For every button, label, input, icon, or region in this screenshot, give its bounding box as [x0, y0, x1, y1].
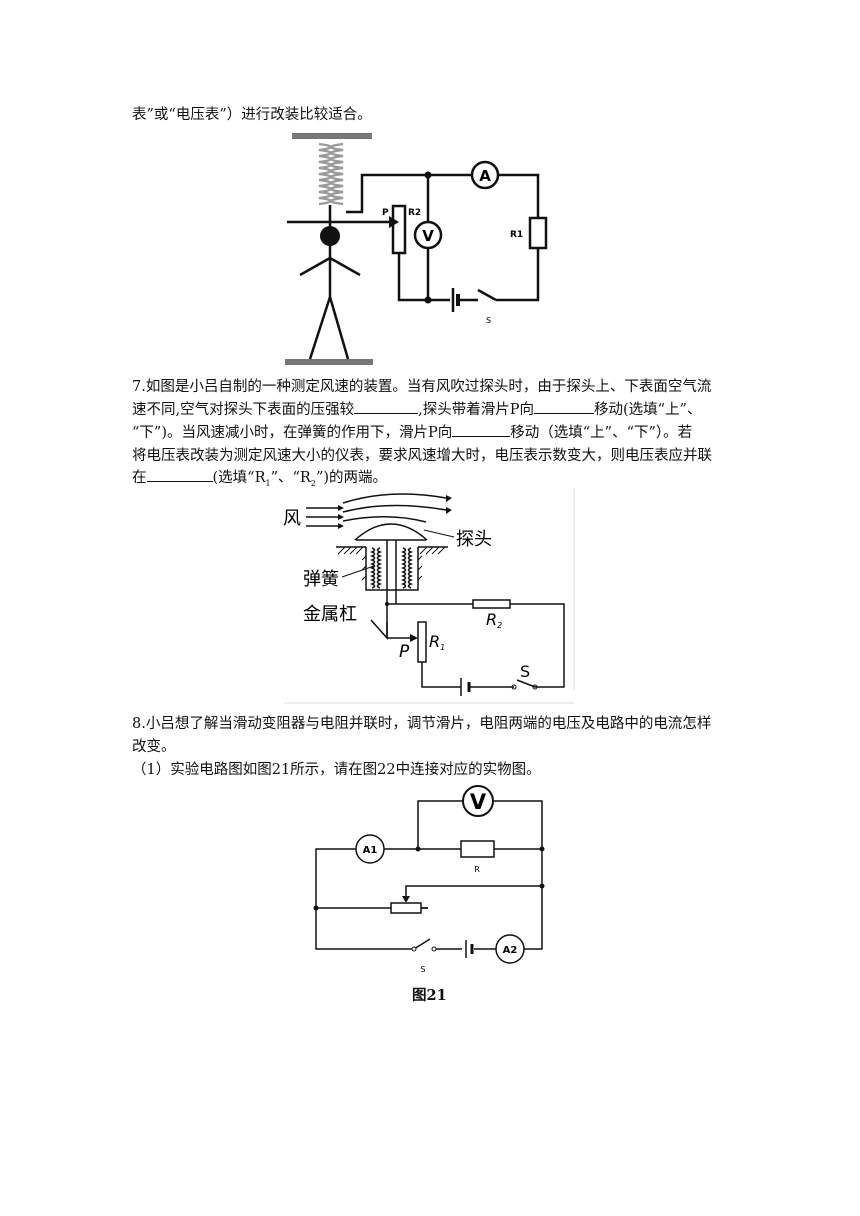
figure-21-caption: 图21: [412, 987, 447, 1004]
answer-blank-resistor[interactable]: [146, 467, 213, 482]
q8-line-1: 8.小吕想了解当滑动变阻器与电阻并联时，调节滑片，电阻两端的电压及电路中的电流怎…: [132, 716, 712, 732]
q7-l5b: (选填“R: [212, 470, 266, 486]
switch-label: S: [520, 662, 530, 681]
sub-2: 2: [310, 478, 316, 488]
metal-rod-label: 金属杠: [303, 604, 357, 625]
switch-label: S: [486, 316, 491, 325]
q7-line-5: 在 (选填“R1”、“R2”)的两端。: [132, 467, 387, 495]
a2-label: A2: [503, 945, 518, 956]
q8-line-3: （1）实验电路图如图21所示，请在图22中连接对应的实物图。: [132, 762, 541, 778]
r2-main: R: [486, 610, 497, 629]
switch-label: S: [420, 965, 425, 974]
q7-line-4: 将电压表改装为测定风速大小的仪表，要求风速增大时，电压表示数变大，则电压表应并联: [132, 448, 712, 464]
r1-main: R: [429, 632, 440, 651]
q7-line-1: 7.如图是小吕自制的一种测定风速的装置。当有风吹过探头时，由于探头上、下表面空气…: [132, 379, 712, 395]
a1-label: A1: [363, 845, 378, 856]
q7-l5c: ”、“R: [270, 470, 311, 486]
voltmeter-label: V: [422, 227, 434, 245]
wind-label: 风: [283, 508, 301, 529]
q7-l5d: ”)的两端。: [315, 470, 388, 486]
r2-label: R2: [408, 208, 421, 218]
q7-line-2: 速不同,空气对探头下表面的压强较 ,探头带着滑片P向 移动(选填“上”、: [132, 399, 701, 421]
q7-line-3: “下”)。当风速减小时，在弹簧的作用下，滑片P向 移动（选填“上”、“下”）。若: [132, 422, 692, 444]
q7-l3b: 移动（选填“上”、“下”）。若: [510, 425, 693, 441]
answer-blank-direction-2[interactable]: [452, 422, 511, 437]
probe-label: 探头: [456, 529, 492, 550]
q7-l2c: 移动(选填“上”、: [593, 402, 702, 418]
q7-l3a: “下”)。当风速减小时，在弹簧的作用下，滑片P向: [132, 425, 453, 441]
q7-l2b: ,探头带着滑片P向: [418, 402, 534, 418]
r2-sub: 2: [497, 621, 502, 630]
r1-label: R1: [510, 230, 523, 240]
sub-1: 1: [265, 478, 271, 488]
spring-label: 弹簧: [303, 569, 339, 590]
q8-line-2: 改变。: [132, 739, 176, 755]
r1-label: R1: [429, 632, 445, 652]
answer-blank-direction-1[interactable]: [533, 399, 594, 414]
slider-p-label: P: [399, 642, 410, 662]
continued-text-line: 表”或“电压表”）进行改装比较适合。: [132, 107, 372, 123]
slider-p-label: P: [382, 208, 389, 218]
resistor-label: R: [474, 865, 480, 874]
answer-blank-pressure[interactable]: [354, 399, 419, 414]
r1-sub: 1: [440, 643, 445, 652]
ammeter-label: A: [479, 167, 491, 185]
q7-l5a: 在: [132, 470, 147, 486]
voltmeter-label: V: [470, 790, 487, 814]
r2-label: R2: [486, 610, 502, 630]
q7-l2a: 速不同,空气对探头下表面的压强较: [132, 402, 355, 418]
